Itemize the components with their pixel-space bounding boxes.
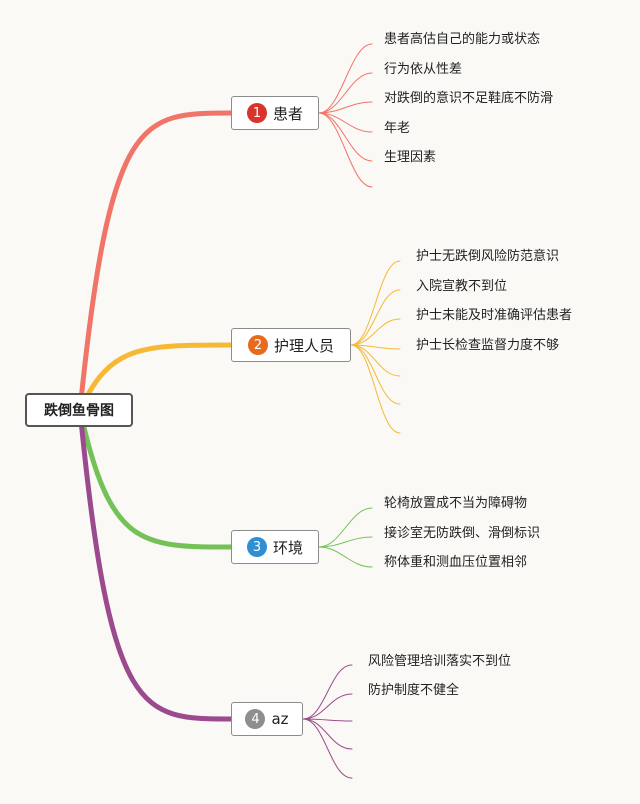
leaf-item: 生理因素 — [384, 150, 437, 165]
branch-node-az[interactable]: 4 az — [231, 702, 303, 736]
leaf-item: 称体重和测血压位置相邻 — [384, 555, 528, 570]
leaf-connector-line — [302, 693, 353, 720]
leaf-item: 风险管理培训落实不到位 — [368, 654, 512, 669]
number-1-badge-icon: 1 — [246, 103, 267, 123]
leaf-connector-line — [318, 112, 373, 133]
main-branch-line — [77, 407, 234, 722]
root-label: 跌倒鱼骨图 — [44, 403, 114, 419]
leaf-item: 护士长检查监督力度不够 — [416, 338, 560, 353]
leaf-item: 患者高估自己的能力或状态 — [384, 32, 541, 47]
leaf-connector-line — [350, 344, 401, 377]
leaf-connector-line — [350, 260, 401, 346]
leaf-connector-line — [350, 344, 401, 405]
leaf-connector-line — [318, 43, 373, 114]
number-4-badge-icon: 4 — [245, 709, 266, 729]
main-branch-line — [77, 407, 234, 550]
leaf-connector-line — [302, 718, 353, 750]
leaf-connector-line — [318, 72, 373, 114]
leaf-item: 轮椅放置成不当为障碍物 — [384, 496, 528, 511]
main-branch-line — [77, 110, 234, 413]
branch-label: az — [271, 710, 289, 728]
leaf-connector-line — [350, 318, 401, 346]
leaf-item: 防护制度不健全 — [368, 683, 460, 698]
branch-node-nursing-staff[interactable]: 2 护理人员 — [231, 328, 351, 362]
leaf-connector-line — [318, 101, 373, 114]
branch-label: 患者 — [272, 104, 303, 123]
branch-node-patient[interactable]: 1 患者 — [231, 96, 319, 130]
leaf-connector-line — [350, 289, 401, 346]
leaf-connector-line — [350, 344, 401, 434]
leaf-connector-line — [302, 664, 353, 720]
leaf-item: 行为依从性差 — [384, 62, 463, 77]
branch-label: 环境 — [272, 538, 303, 557]
leaf-item: 护士无跌倒风险防范意识 — [416, 249, 560, 264]
leaf-item: 入院宣教不到位 — [416, 279, 508, 294]
leaf-connector-line — [318, 546, 373, 568]
leaf-connector-line — [302, 718, 353, 779]
leaf-item: 对跌倒的意识不足鞋底不防滑 — [384, 91, 554, 106]
number-2-badge-icon: 2 — [247, 335, 268, 355]
branch-label: 护理人员 — [273, 336, 334, 355]
leaf-item: 接诊室无防跌倒、滑倒标识 — [384, 526, 541, 541]
leaf-connector-line — [318, 536, 373, 548]
leaf-connector-line — [318, 112, 373, 188]
number-3-badge-icon: 3 — [246, 537, 267, 557]
leaf-item: 年老 — [384, 121, 411, 136]
branch-node-environment[interactable]: 3 环境 — [231, 530, 319, 564]
main-branch-line — [77, 342, 234, 413]
leaf-connector-line — [302, 718, 353, 722]
leaf-item: 护士未能及时准确评估患者 — [416, 308, 573, 323]
leaf-connector-line — [318, 112, 373, 162]
leaf-connector-line — [318, 507, 373, 548]
root-node[interactable]: 跌倒鱼骨图 — [25, 393, 133, 427]
